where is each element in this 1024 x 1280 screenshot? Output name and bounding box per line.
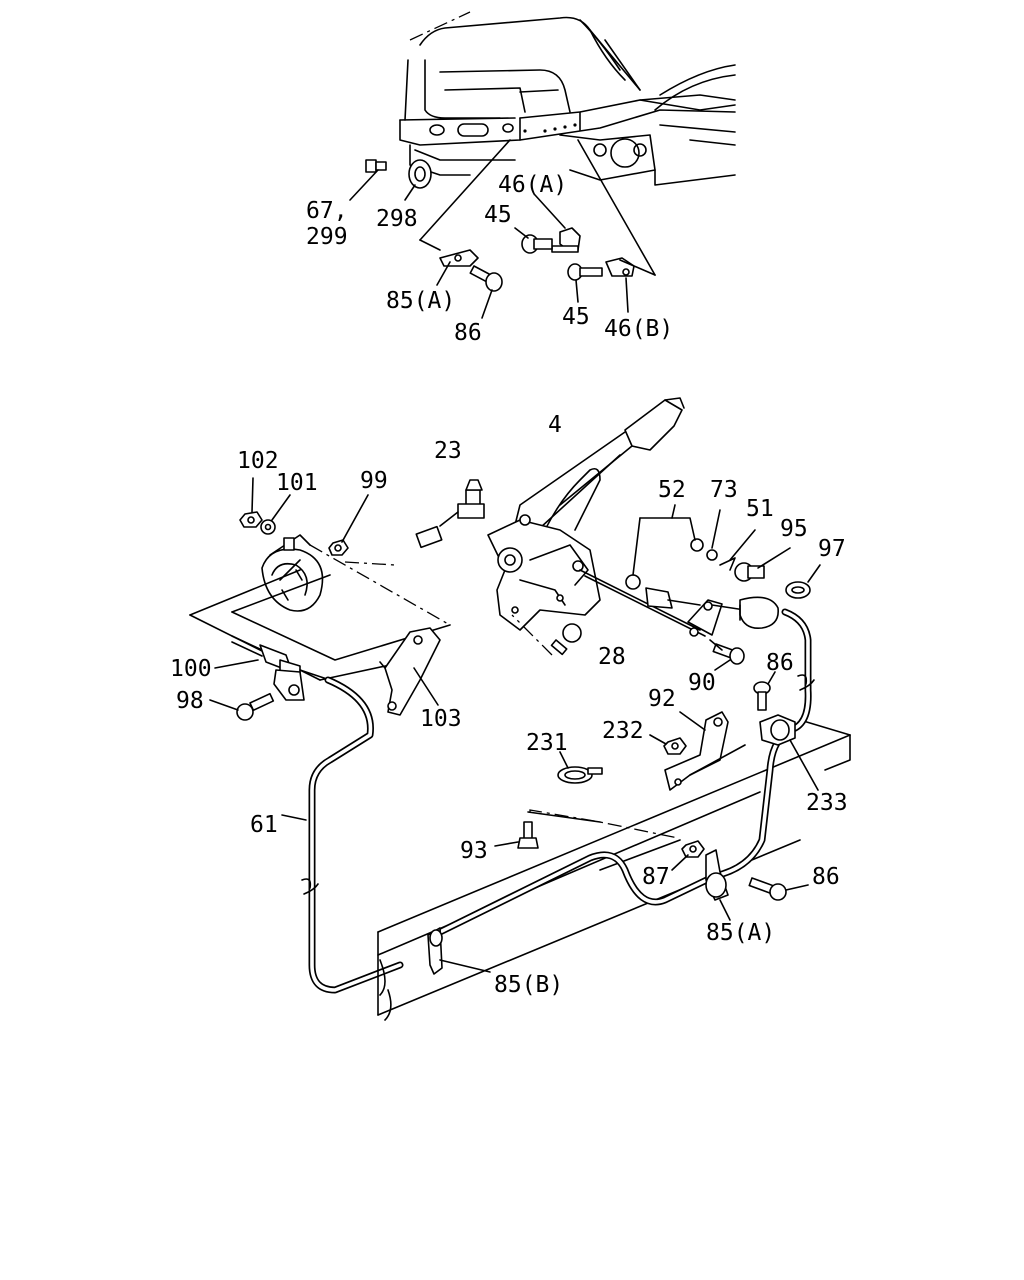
- clamp-85a-top-icon: [439, 249, 479, 267]
- nut-87-icon: [681, 840, 705, 858]
- label-23: 23: [434, 438, 462, 464]
- clamp-85b-icon: [427, 927, 443, 975]
- label-73: 73: [710, 477, 738, 503]
- label-45-top: 45: [484, 202, 512, 228]
- label-52: 52: [658, 477, 686, 503]
- clip-231-icon: [557, 766, 603, 784]
- bolt-98-icon: [236, 692, 275, 721]
- nut-232-icon: [663, 737, 687, 755]
- label-93: 93: [460, 838, 488, 864]
- label-100: 100: [170, 656, 212, 682]
- bolt-93-icon: [517, 821, 539, 849]
- label-233: 233: [806, 790, 848, 816]
- label-87: 87: [642, 864, 670, 890]
- label-99: 99: [360, 468, 388, 494]
- label-85b: 85(B): [494, 972, 563, 998]
- nut-102-icon: [239, 511, 263, 528]
- vehicle-frame-illustration: [399, 11, 736, 186]
- washer-52-icon: [625, 574, 641, 590]
- label-85a-lower: 85(A): [706, 920, 775, 946]
- frame-rail-illustration: [377, 719, 851, 1021]
- grommet-97-icon: [785, 581, 811, 599]
- bolt-28-icon: [550, 623, 582, 656]
- label-86-mid: 86: [766, 650, 794, 676]
- bolt-86-mid-icon: [753, 681, 771, 711]
- bracket-92-icon: [664, 711, 746, 791]
- label-46b: 46(B): [604, 316, 673, 342]
- label-85a-top: 85(A): [386, 288, 455, 314]
- label-299: 299: [306, 224, 348, 250]
- bolt-45-top-icon: [521, 234, 553, 254]
- label-86-low: 86: [812, 864, 840, 890]
- label-86-top: 86: [454, 320, 482, 346]
- label-90: 90: [688, 670, 716, 696]
- clamp-85a-lower-icon: [705, 849, 729, 901]
- label-92: 92: [648, 686, 676, 712]
- equalizer-fastener-group: [625, 504, 821, 599]
- label-4: 4: [548, 412, 562, 438]
- label-101: 101: [276, 470, 318, 496]
- label-61: 61: [250, 812, 278, 838]
- bolt-86-top-icon: [469, 265, 503, 292]
- bushing-95-icon: [734, 562, 765, 582]
- callout-labels: 67, 299 298 46(A) 45 85(A) 86 45 46(B) 4…: [170, 172, 848, 998]
- label-28: 28: [598, 644, 626, 670]
- parking-brake-lever-assembly: [415, 397, 706, 656]
- bolt-86-low-icon: [748, 877, 787, 901]
- label-102: 102: [237, 448, 279, 474]
- label-231: 231: [526, 730, 568, 756]
- top-fastener-group: [349, 139, 656, 319]
- switch-23-icon: [415, 479, 485, 549]
- label-103: 103: [420, 706, 462, 732]
- washer-298-icon: [408, 159, 432, 189]
- washer-73-icon: [706, 549, 718, 561]
- label-45-bottom: 45: [562, 304, 590, 330]
- bracket-103-icon: [379, 627, 441, 716]
- nut-99-icon: [328, 539, 349, 556]
- label-67: 67,: [306, 198, 348, 224]
- label-95: 95: [780, 516, 808, 542]
- label-46a-top: 46(A): [498, 172, 567, 198]
- cable-end-100-icon: [231, 635, 331, 701]
- rear-cable-end-group: [189, 477, 451, 721]
- bolt-45-bottom-icon: [567, 263, 603, 281]
- front-brake-cable: [436, 608, 815, 936]
- parking-brake-cable-61: [281, 676, 404, 994]
- clip-46a-icon: [551, 227, 581, 253]
- label-97: 97: [818, 536, 846, 562]
- clamp-233-icon: [759, 714, 796, 746]
- label-98: 98: [176, 688, 204, 714]
- bolt-67-299-icon: [365, 159, 387, 173]
- nut-101-icon: [260, 519, 276, 535]
- label-51: 51: [746, 496, 774, 522]
- equalizer-assembly: [645, 587, 779, 671]
- label-232: 232: [602, 718, 644, 744]
- pin-51-icon: [719, 557, 736, 571]
- label-298: 298: [376, 206, 418, 232]
